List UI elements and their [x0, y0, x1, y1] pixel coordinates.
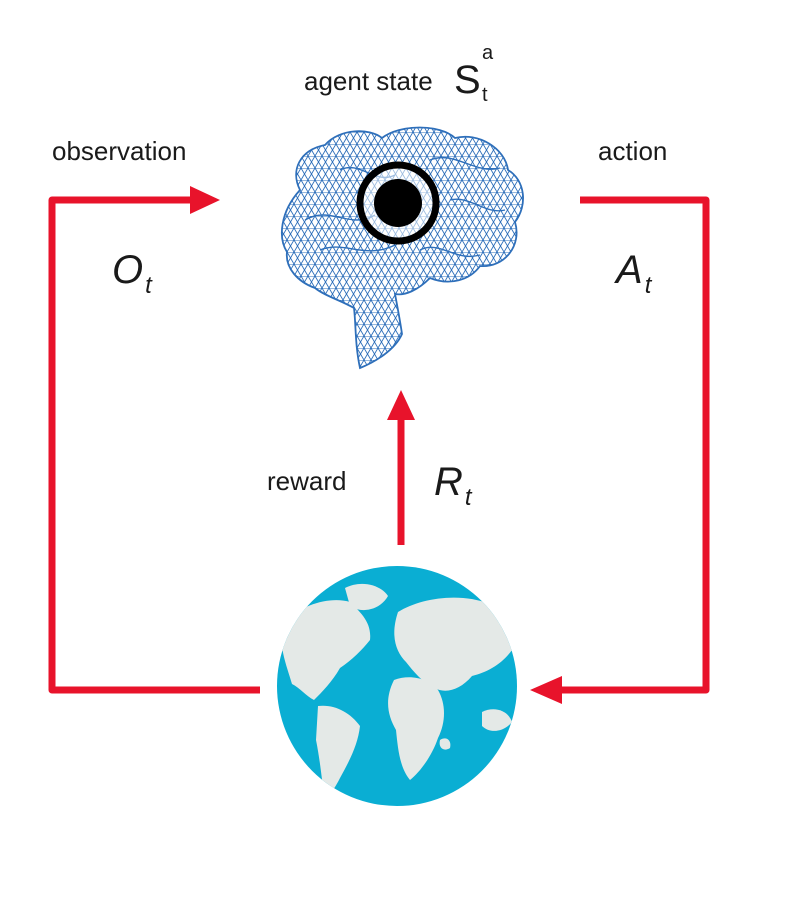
reward-label: reward [267, 466, 347, 496]
observation-label: observation [52, 136, 187, 166]
agent-state-subscript: t [482, 84, 488, 106]
agent-state-label: agent state [304, 66, 433, 96]
observation-symbol: Ot [112, 248, 152, 299]
target-circle-icon [356, 161, 440, 245]
globe-icon [277, 566, 517, 806]
agent-state-symbol: S [454, 58, 481, 102]
action-label: action [598, 136, 668, 166]
observation-arrow [48, 186, 260, 694]
action-symbol: At [616, 248, 652, 299]
action-arrow [530, 196, 710, 704]
brain-mesh-icon [281, 126, 524, 370]
agent-state-superscript: a [482, 42, 494, 64]
reward-symbol: Rt [434, 460, 472, 511]
reward-arrow [387, 390, 415, 545]
